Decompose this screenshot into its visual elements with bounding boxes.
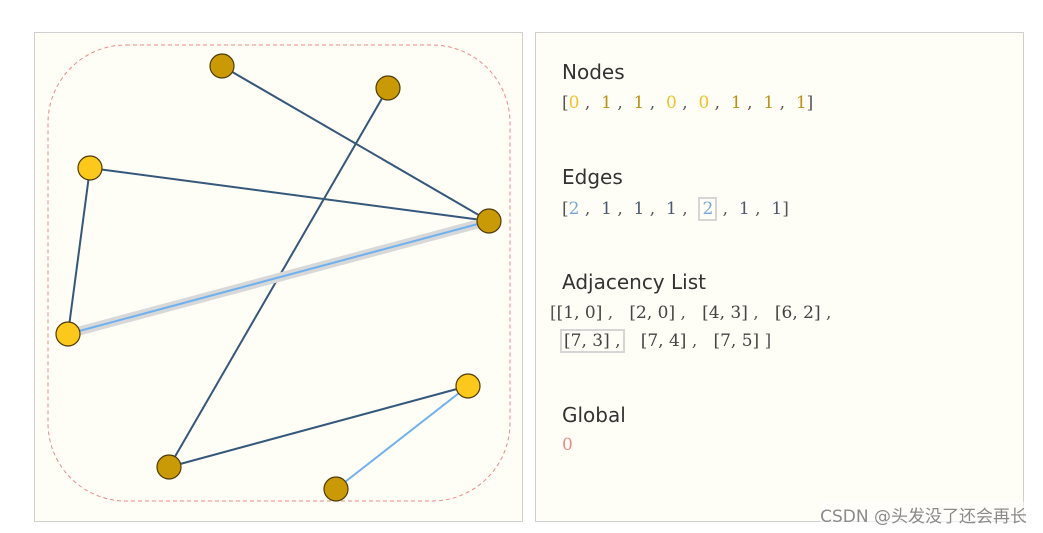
adjacency-pair: [4, 3] [702, 303, 748, 323]
adjacency-separator: , [686, 331, 698, 351]
graph-node-n5[interactable] [156, 454, 182, 480]
edges-layer [63, 65, 494, 490]
nodes-value: 0 [568, 93, 580, 113]
adjacency-close-bracket: ] [759, 331, 772, 351]
edges-value: 2 [568, 199, 580, 219]
nodes-title: Nodes [562, 60, 625, 84]
graph-boundary [47, 44, 511, 502]
edges-separator: , [676, 199, 699, 219]
graph-canvas [47, 44, 511, 502]
graph-node-n6[interactable] [323, 476, 349, 502]
adjacency-pair: [7, 5] [713, 331, 760, 351]
edges-separator: , [579, 199, 602, 219]
edges-value: 1 [633, 199, 645, 219]
edges-close-bracket: ] [782, 199, 789, 219]
graph-node-n2[interactable] [77, 155, 103, 181]
adjacency-separator: , [820, 303, 832, 323]
adjacency-gap [625, 331, 641, 351]
adjacency-separator: , [602, 303, 630, 323]
edges-separator: , [644, 199, 666, 219]
edges-value: 1 [738, 199, 750, 219]
graph-node-n4[interactable] [55, 321, 81, 347]
nodes-separator: , [741, 93, 764, 113]
graph-node-n3[interactable] [476, 208, 502, 234]
edges-value: 1 [771, 199, 783, 219]
nodes-value: 1 [763, 93, 775, 113]
info-panel: Nodes [0 , 1 , 1 , 0 , 0 , 1 , 1 , 1] Ed… [535, 32, 1024, 522]
watermark: CSDN @头发没了还会再长 [820, 502, 1027, 527]
adjacency-pair: [7, 3] , [560, 329, 625, 353]
adjacency-list-row-2: [7, 3] , [7, 4] , [7, 5] ] [560, 329, 772, 353]
adjacency-pair: [2, 0] [629, 303, 676, 323]
graph-node-n0[interactable] [209, 53, 235, 79]
nodes-close-bracket: ] [806, 93, 814, 113]
graph-panel [34, 32, 523, 522]
edges-separator: , [749, 199, 772, 219]
adjacency-pair: [6, 2] [774, 303, 821, 323]
edge-n5-n7[interactable] [168, 385, 469, 468]
nodes-separator: , [644, 93, 666, 113]
nodes-value: 0 [698, 93, 710, 113]
edges-value: 1 [666, 199, 677, 219]
nodes-array: [0 , 1 , 1 , 0 , 0 , 1 , 1 , 1] [562, 93, 813, 113]
nodes-value: 1 [601, 93, 612, 113]
nodes-value: 1 [730, 93, 742, 113]
edges-separator: , [717, 199, 739, 219]
edges-title: Edges [562, 165, 623, 189]
edges-open-bracket: [ [562, 199, 569, 219]
adjacency-pair: [7, 4] [640, 331, 687, 351]
adjacency-open-bracket: [ [550, 303, 557, 323]
edges-array: [2 , 1 , 1 , 1 , 2 , 1 , 1] [562, 197, 789, 221]
adjacency-title: Adjacency List [562, 270, 706, 294]
nodes-value: 1 [795, 93, 807, 113]
nodes-value: 1 [633, 93, 645, 113]
graph-node-n7[interactable] [455, 373, 481, 399]
edge-n6-n7[interactable] [335, 385, 469, 490]
nodes-layer [55, 53, 502, 502]
adjacency-list-row-1: [[1, 0] , [2, 0] , [4, 3] , [6, 2] , [550, 303, 831, 323]
edge-n2-n4[interactable] [67, 167, 91, 335]
nodes-open-bracket: [ [562, 93, 569, 113]
graph-node-n1[interactable] [375, 75, 401, 101]
edge-n4-n3[interactable] [67, 220, 490, 335]
edges-value: 2 [698, 197, 718, 221]
nodes-separator: , [611, 93, 634, 113]
edge-n2-n3[interactable] [89, 167, 490, 222]
edges-separator: , [611, 199, 634, 219]
adjacency-gap [697, 331, 713, 351]
edges-value: 1 [601, 199, 612, 219]
adjacency-pair: [1, 0] [556, 303, 603, 323]
global-title: Global [562, 403, 626, 427]
nodes-separator: , [774, 93, 796, 113]
adjacency-separator: , [747, 303, 775, 323]
nodes-separator: , [709, 93, 731, 113]
nodes-separator: , [676, 93, 699, 113]
adjacency-separator: , [675, 303, 703, 323]
nodes-value: 0 [666, 93, 677, 113]
nodes-separator: , [579, 93, 602, 113]
global-value: 0 [562, 435, 573, 455]
